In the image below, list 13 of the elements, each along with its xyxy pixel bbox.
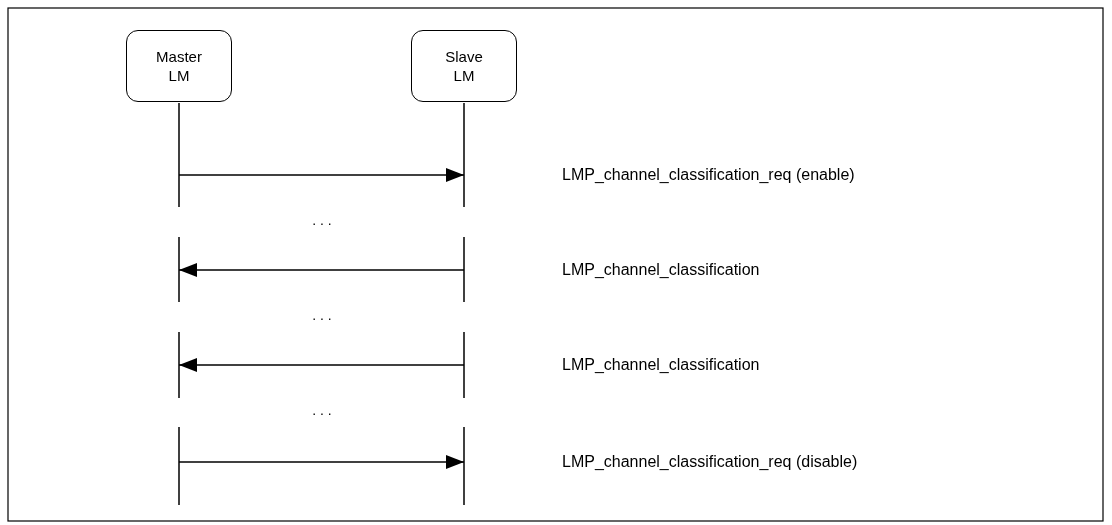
message-label: LMP_channel_classification_req (enable) [562,166,855,184]
message-arrow [178,263,465,277]
ellipsis: . . . [312,402,332,418]
message-arrow [178,358,465,372]
ellipsis: . . . [312,212,332,228]
message-label: LMP_channel_classification [562,356,760,374]
participant-box: Slave LM [411,30,517,102]
message-arrow [178,168,465,182]
message-label: LMP_channel_classification [562,261,760,279]
message-arrow [178,455,465,469]
participant-box: Master LM [126,30,232,102]
ellipsis: . . . [312,307,332,323]
message-label: LMP_channel_classification_req (disable) [562,453,858,471]
